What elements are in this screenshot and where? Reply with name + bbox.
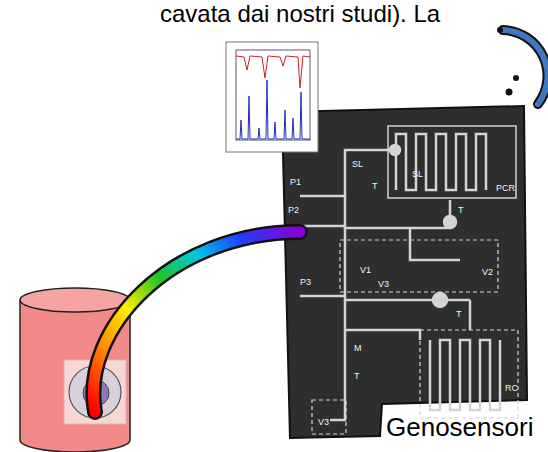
chip-label: SL (352, 160, 363, 169)
chip-label: T (458, 206, 464, 215)
chip-label: PCR (496, 184, 515, 193)
fluorescence-plot (226, 42, 318, 152)
chip-label: T (372, 182, 378, 191)
slide-text: cavata dai nostri studi). La (160, 0, 440, 28)
caption-word: Genosensori (386, 412, 533, 443)
chip-label: SL (412, 170, 423, 179)
chip-label: V2 (482, 268, 493, 277)
chip-label: T (456, 310, 462, 319)
microfluidic-chip (282, 106, 527, 438)
sample-tube (20, 288, 130, 452)
chip-label: V3 (318, 418, 329, 427)
chip-label: P1 (290, 178, 301, 187)
chip-label: M (354, 344, 362, 353)
chip-label: T (354, 372, 360, 381)
chip-label: V1 (360, 266, 371, 275)
chip-label: V3 (378, 280, 389, 289)
chip-label: P3 (300, 278, 311, 287)
chip-label: P2 (288, 206, 299, 215)
chip-label: RC (505, 384, 518, 393)
arc-symbol (497, 27, 548, 104)
rainbow-tube (93, 232, 300, 412)
